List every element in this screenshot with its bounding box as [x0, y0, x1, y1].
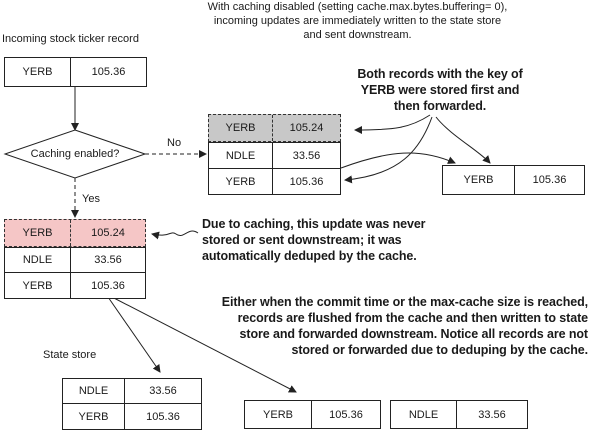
record-key: YERB: [443, 166, 515, 194]
record-value: 33.56: [478, 408, 506, 421]
arrow-cache-to-state-store: [107, 296, 161, 373]
record-value: 105.36: [289, 175, 324, 188]
incoming-label: Incoming stock ticker record: [2, 33, 139, 45]
flush-callout: Either when the commit time or the max-c…: [218, 294, 588, 358]
record-value: 105.36: [532, 174, 567, 186]
record-key: YERB: [5, 58, 71, 86]
record-value: 105.36: [91, 279, 125, 292]
callout-curve-to-forwarded: [435, 116, 491, 164]
record-key: YERB: [63, 404, 125, 429]
callout-line: store and forwarded downstream. Notice a…: [239, 327, 589, 341]
arrow-store-to-forwarded: [340, 152, 456, 169]
forwarded-record-2: NDLE 33.56: [390, 400, 528, 429]
top-note-line: incoming updates are immediately written…: [213, 15, 502, 27]
record-key: NDLE: [209, 143, 273, 168]
yes-label: Yes: [82, 193, 100, 205]
callout-line: stored or sent downstream; it was: [202, 233, 402, 247]
state-store-label: State store: [43, 349, 97, 361]
cache-row-2: NDLE 33.56: [4, 247, 146, 273]
callout-line: then forwarded.: [393, 99, 487, 113]
state-store-row-2: YERB 105.36: [62, 403, 202, 430]
cache-row-3: YERB 105.36: [4, 272, 146, 299]
top-note-line: With caching disabled (setting cache.max…: [207, 1, 508, 13]
top-note: With caching disabled (setting cache.max…: [195, 0, 520, 42]
record-key: YERB: [209, 115, 273, 141]
callout-curve-to-second-yerb: [344, 116, 433, 184]
record-key: YERB: [245, 401, 312, 428]
state-store-row-1: NDLE 33.56: [62, 378, 202, 404]
record-value: 105.36: [329, 408, 363, 421]
callout-line: Both records with the key of: [357, 67, 523, 81]
record-key: YERB: [5, 220, 71, 246]
record-value: 105.24: [91, 227, 125, 239]
no-cache-row-2: NDLE 33.56: [208, 142, 341, 169]
decision-label: Caching enabled?: [30, 148, 120, 160]
incoming-record: YERB 105.36: [4, 57, 147, 87]
record-key: YERB: [209, 169, 273, 194]
record-key: NDLE: [5, 248, 71, 272]
forwarded-record-1: YERB 105.36: [244, 400, 381, 429]
record-value: 105.36: [146, 410, 180, 423]
record-key: NDLE: [63, 379, 125, 403]
dedup-callout: Due to caching, this update was never st…: [202, 216, 492, 264]
no-label: No: [167, 137, 182, 149]
callout-curve-to-first-yerb: [354, 114, 431, 134]
arrow-cache-to-forwarded: [111, 296, 297, 393]
callout-squiggle-dedup: [151, 230, 199, 240]
record-value: 105.36: [91, 66, 126, 78]
callout-line: automatically deduped by the cache.: [202, 249, 417, 263]
no-cache-forwarded-record: YERB 105.36: [442, 165, 585, 195]
no-cache-row-3: YERB 105.36: [208, 168, 341, 195]
record-value: 33.56: [292, 149, 321, 162]
callout-line: records are flushed from the cache and t…: [237, 311, 588, 325]
callout-line: Due to caching, this update was never: [202, 217, 426, 231]
record-key: YERB: [5, 273, 71, 298]
record-value: 33.56: [94, 254, 122, 266]
callout-line: YERB were stored first and: [360, 83, 520, 97]
top-note-line: and sent downstream.: [303, 29, 412, 41]
record-value: 105.24: [289, 122, 324, 134]
cache-row-1: YERB 105.24: [4, 219, 146, 247]
record-value: 33.56: [149, 385, 177, 397]
record-key: NDLE: [391, 401, 457, 428]
callout-line: stored or forwarded due to deduping by t…: [291, 343, 588, 357]
no-cache-row-1: YERB 105.24: [208, 114, 341, 142]
no-cache-callout: Both records with the key of YERB were s…: [345, 66, 535, 114]
callout-line: Either when the commit time or the max-c…: [221, 295, 588, 309]
